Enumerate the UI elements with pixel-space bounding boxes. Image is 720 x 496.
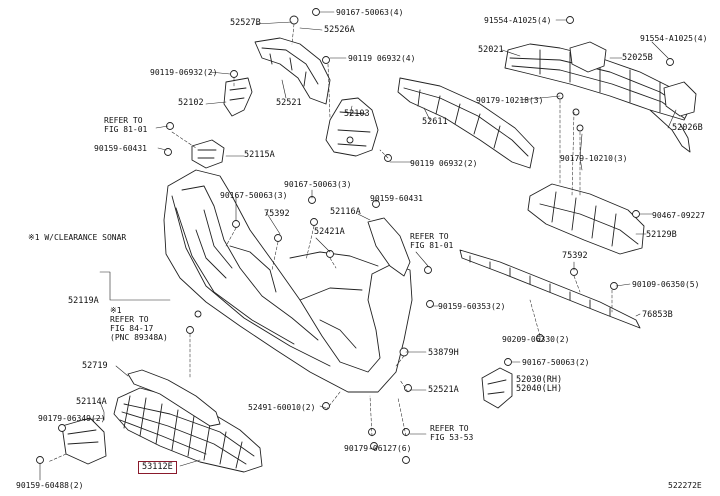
assembly-dashed-lines xyxy=(47,23,613,463)
part-label-52114A: 52114A xyxy=(76,397,107,407)
part-label-90467-09227: 90467-09227 xyxy=(652,211,705,220)
part-label-90109-06350-5: 90109-06350(5) xyxy=(632,280,700,289)
part-label-90209-06330-2: 90209-06330(2) xyxy=(502,335,570,344)
part-label-52611: 52611 xyxy=(422,117,448,127)
part-label-52421A: 52421A xyxy=(314,227,345,237)
part-label-52026B: 52026B xyxy=(672,123,703,133)
part-label-90179-10218-3: 90179-10218(3) xyxy=(476,96,544,105)
part-label-90179-06349-2: 90179-06349(2) xyxy=(38,414,106,423)
part-label-90167-50063-4: 90167-50063(4) xyxy=(336,8,404,17)
part-label-91554-A1025-4-b: 91554-A1025(4) xyxy=(640,34,708,43)
part-label-52527B: 52527B xyxy=(230,18,261,28)
refer-to-fig-81-01-top: REFER TO FIG 81-01 xyxy=(104,116,148,134)
part-label-52119A: 52119A xyxy=(68,296,99,306)
part-label-76853B: 76853B xyxy=(642,310,673,320)
part-label-90179-10210-3: 90179-10210(3) xyxy=(560,154,628,163)
part-label-52719: 52719 xyxy=(82,361,108,371)
part-label-90119-06932-2-mid: 90119 06932(2) xyxy=(410,159,478,168)
part-label-52025B: 52025B xyxy=(622,53,653,63)
part-label-90167-50063-3-b: 90167-50063(3) xyxy=(284,180,352,189)
energy-absorber-52611 xyxy=(397,77,535,169)
part-label-75392-a: 75392 xyxy=(264,209,290,219)
part-label-52526A: 52526A xyxy=(324,25,355,35)
part-label-90159-60431-mid: 90159-60431 xyxy=(370,194,423,203)
part-label-52103: 52103 xyxy=(344,109,370,119)
leader-lines xyxy=(39,11,677,481)
part-label-52521: 52521 xyxy=(276,98,302,108)
part-label-90167-50063-3-a: 90167-50063(3) xyxy=(220,191,288,200)
refer-to-fig-53-53: REFER TO FIG 53-53 xyxy=(430,424,474,442)
sonar-note: ※1 W/CLEARANCE SONAR xyxy=(28,233,127,242)
part-label-52129B: 52129B xyxy=(646,230,677,240)
part-label-52116A: 52116A xyxy=(330,207,361,217)
refer-to-fig-81-01-mid: REFER TO FIG 81-01 xyxy=(410,232,454,250)
molding-52719 xyxy=(127,369,221,427)
bumper-reinforcement-52021 xyxy=(504,43,691,153)
under-shield-52129B xyxy=(527,183,645,255)
bumper-cover-52119A xyxy=(163,169,413,393)
lower-spoiler-76853B xyxy=(459,249,641,329)
bracket-52103 xyxy=(325,97,379,157)
part-label-90159-60353-2: 90159-60353(2) xyxy=(438,302,506,311)
corner-bracket-52030-52040 xyxy=(481,367,513,409)
bumper-bracket-52527B xyxy=(254,37,331,105)
bracket-52025B xyxy=(569,41,607,73)
part-label-52521A: 52521A xyxy=(428,385,459,395)
fastener-symbols xyxy=(36,8,674,464)
bracket-52102 xyxy=(223,77,253,117)
part-label-52102: 52102 xyxy=(178,98,204,108)
part-label-90119-06932-2-top: 90119-06932(2) xyxy=(150,68,218,77)
part-label-52030-52040: 52030(RH) 52040(LH) xyxy=(516,375,563,394)
bracket-52115A xyxy=(191,139,225,169)
refer-to-fig-84-17: ※1 REFER TO FIG 84-17 (PNC 89348A) xyxy=(110,306,168,342)
diagram-code: 522272E xyxy=(668,481,702,490)
part-label-90119-06932-4: 90119 06932(4) xyxy=(348,54,416,63)
bracket-52114A xyxy=(61,417,107,465)
part-label-52115A: 52115A xyxy=(244,150,275,160)
part-label-53112E-highlighted[interactable]: 53112E xyxy=(138,461,177,474)
part-label-75392-b: 75392 xyxy=(562,251,588,261)
part-label-90179-06127-6: 90179-06127(6) xyxy=(344,444,412,453)
part-label-90167-50063-2: 90167-50063(2) xyxy=(522,358,590,367)
part-label-52491-60010-2: 52491-60010(2) xyxy=(248,403,316,412)
part-label-90159-60488-2: 90159-60488(2) xyxy=(16,481,84,490)
part-label-91554-A1025-4-a: 91554-A1025(4) xyxy=(484,16,552,25)
part-label-53879H: 53879H xyxy=(428,348,459,358)
part-label-90159-60431-left: 90159-60431 xyxy=(94,144,147,153)
part-label-52021: 52021 xyxy=(478,45,504,55)
bracket-52116A xyxy=(367,217,411,277)
bracket-52026B xyxy=(663,81,697,117)
